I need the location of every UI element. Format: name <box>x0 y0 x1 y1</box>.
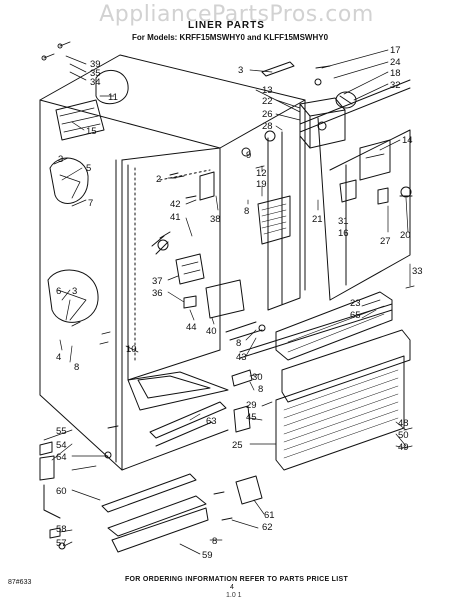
callout-49: 49 <box>398 442 409 453</box>
callout-50: 50 <box>398 430 409 441</box>
center-mechanism <box>151 171 266 341</box>
callout-60: 60 <box>56 486 67 497</box>
callout-21: 21 <box>312 214 323 225</box>
callout-20: 20 <box>400 230 411 241</box>
callout-2: 2 <box>156 174 161 185</box>
callout-38: 38 <box>210 214 221 225</box>
callout-24: 24 <box>390 57 401 68</box>
callout-12: 12 <box>256 168 267 179</box>
callout-62: 62 <box>262 522 273 533</box>
callout-32: 32 <box>390 80 401 91</box>
callout-19: 19 <box>256 179 267 190</box>
page-number: 4 <box>230 584 234 591</box>
callout-8a: 8 <box>74 362 79 373</box>
callout-65: 65 <box>350 310 361 321</box>
callout-22: 22 <box>262 96 273 107</box>
callout-5: 5 <box>86 163 91 174</box>
document-code: 87#633 <box>8 579 32 586</box>
callout-18: 18 <box>390 68 401 79</box>
callout-45: 45 <box>246 412 257 423</box>
callout-3a: 3 <box>58 154 63 165</box>
callout-58: 58 <box>56 524 67 535</box>
callout-34: 34 <box>90 77 101 88</box>
callout-10: 10 <box>126 344 137 355</box>
callout-64: 64 <box>56 452 67 463</box>
callout-3b: 3 <box>72 286 77 297</box>
callout-31: 31 <box>338 216 349 227</box>
bottom-rails-and-trough <box>39 401 263 553</box>
watermark: AppliancePartsPros.com <box>99 2 374 27</box>
callout-7: 7 <box>88 198 93 209</box>
control-housing <box>299 97 346 149</box>
callout-14: 14 <box>402 135 413 146</box>
callout-41: 41 <box>170 212 181 223</box>
ordering-info-footer: FOR ORDERING INFORMATION REFER TO PARTS … <box>124 576 349 583</box>
callout-37: 37 <box>152 276 163 287</box>
callout-23: 23 <box>350 298 361 309</box>
callout-15: 15 <box>86 126 97 137</box>
callout-9: 9 <box>246 150 251 161</box>
knob-and-bulb-parts <box>241 61 413 205</box>
callout-13: 13 <box>262 85 273 96</box>
callout-25: 25 <box>232 440 243 451</box>
callout-17: 17 <box>390 45 401 56</box>
callout-43: 43 <box>236 352 247 363</box>
callout-11: 11 <box>108 92 118 103</box>
bottom-mark: 1.0 1 <box>226 592 242 599</box>
callout-39: 39 <box>90 59 101 70</box>
callout-54: 54 <box>56 440 67 451</box>
callout-63: 63 <box>206 416 217 427</box>
callout-42: 42 <box>170 199 181 210</box>
callout-4: 4 <box>56 352 61 363</box>
callout-3c: 3 <box>238 65 243 76</box>
callout-30: 30 <box>252 372 263 383</box>
callout-44: 44 <box>186 322 197 333</box>
callout-28: 28 <box>262 121 273 132</box>
callout-48: 48 <box>398 418 409 429</box>
callout-6: 6 <box>56 286 61 297</box>
liner-cabinet <box>39 54 411 471</box>
callout-8e: 8 <box>212 536 217 547</box>
callout-57: 57 <box>56 538 67 549</box>
callout-59: 59 <box>202 550 213 561</box>
callout-40: 40 <box>206 326 217 337</box>
callout-16: 16 <box>338 228 349 239</box>
callout-35: 35 <box>90 68 101 79</box>
callout-29: 29 <box>246 400 257 411</box>
callout-labels: 39 35 34 11 15 3 5 7 6 3 4 8 10 3 13 22 … <box>56 45 423 561</box>
callout-33: 33 <box>412 266 423 277</box>
temperature-control-bracket <box>359 139 391 181</box>
diagram-title: LINER PARTS <box>188 20 265 31</box>
callout-61: 61 <box>264 510 275 521</box>
callout-36: 36 <box>152 288 163 299</box>
diagram-subtitle: For Models: KRFF15MSWHY0 and KLFF15MSWHY… <box>132 33 329 42</box>
callout-8b: 8 <box>244 206 249 217</box>
leader-lines <box>43 49 411 555</box>
callout-8d: 8 <box>258 384 263 395</box>
callout-27: 27 <box>380 236 391 247</box>
lower-grille-panels <box>231 291 411 471</box>
callout-55: 55 <box>56 426 67 437</box>
light-lens <box>257 195 291 245</box>
callout-8c: 8 <box>236 338 241 349</box>
callout-26: 26 <box>262 109 273 120</box>
